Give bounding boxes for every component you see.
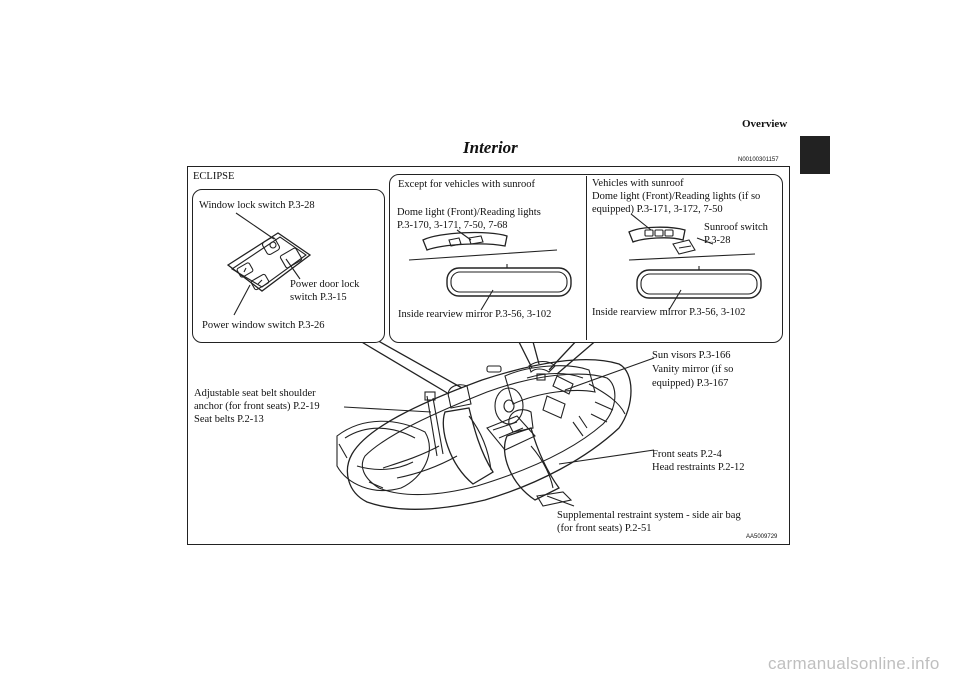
side-airbag-label-line2: (for front seats) P.2-51: [557, 523, 652, 534]
side-airbag-label-line1: Supplemental restraint system - side air…: [557, 510, 741, 521]
no-sunroof-mirror-label: Inside rearview mirror P.3-56, 3-102: [398, 309, 552, 320]
power-window-switch-illustration: [226, 212, 312, 316]
front-seats-label: Front seats P.2-4: [652, 449, 722, 460]
sunroof-switch-label-line2: P.3-28: [704, 235, 731, 246]
page-title: Interior: [463, 138, 518, 157]
figure-frame: [187, 166, 790, 545]
section-tab: [800, 136, 830, 174]
window-switch-panel: [192, 189, 385, 343]
panel-divider: [586, 176, 587, 340]
section-header: Overview: [742, 118, 788, 130]
power-door-lock-label-line2: switch P.3-15: [290, 292, 347, 303]
sunroof-heading: Vehicles with sunroof: [592, 178, 684, 189]
mirror-dome-illustration: [408, 213, 762, 311]
sunroof-switch-label-line1: Sunroof switch: [704, 222, 768, 233]
figure-id: AA5009729: [746, 534, 778, 540]
seatbelt-anchor-label-line1: Adjustable seat belt shoulder: [194, 388, 316, 399]
sunroof-dome-label-line2: equipped) P.3-171, 3-172, 7-50: [592, 204, 723, 215]
vanity-mirror-label-line1: Vanity mirror (if so: [652, 364, 734, 375]
seatbelt-anchor-label-line2: anchor (for front seats) P.2-19: [194, 401, 320, 412]
no-sunroof-dome-label-line2: P.3-170, 3-171, 7-50, 7-68: [397, 220, 508, 231]
window-lock-switch-label: Window lock switch P.3-28: [199, 200, 315, 211]
watermark: carmanualsonline.info: [768, 654, 940, 673]
seatbelts-label: Seat belts P.2-13: [194, 414, 264, 425]
power-window-switch-label: Power window switch P.3-26: [202, 320, 325, 331]
no-sunroof-heading: Except for vehicles with sunroof: [398, 179, 536, 190]
sun-visors-label: Sun visors P.3-166: [652, 350, 731, 361]
vanity-mirror-label-line2: equipped) P.3-167: [652, 378, 729, 389]
no-sunroof-dome-label-line1: Dome light (Front)/Reading lights: [397, 207, 541, 218]
reference-code: N00100301157: [738, 157, 779, 163]
head-restraints-label: Head restraints P.2-12: [652, 462, 745, 473]
sunroof-dome-label-line1: Dome light (Front)/Reading lights (if so: [592, 191, 761, 202]
power-door-lock-label-line1: Power door lock: [290, 279, 360, 290]
sunroof-mirror-label: Inside rearview mirror P.3-56, 3-102: [592, 307, 746, 318]
model-label: ECLIPSE: [193, 171, 235, 182]
